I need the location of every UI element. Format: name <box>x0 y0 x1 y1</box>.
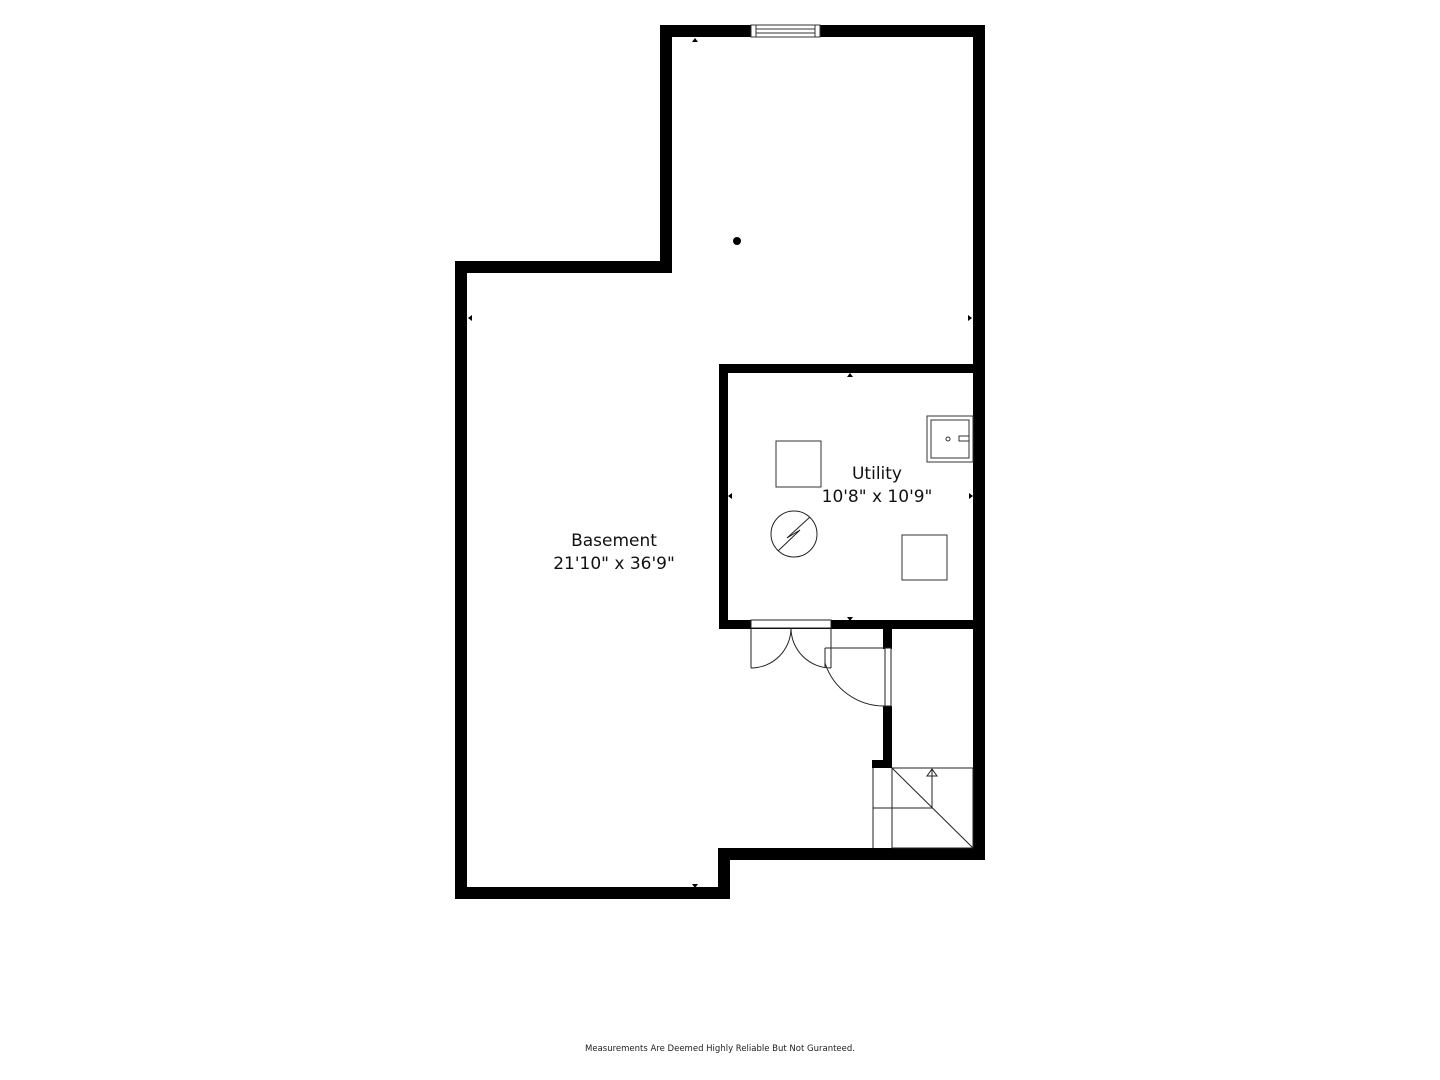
post-icon <box>733 237 741 245</box>
room-label-basement: Basement 21'10" x 36'9" <box>553 530 675 576</box>
room-name: Basement <box>571 531 657 551</box>
room-dimensions: 10'8" x 10'9" <box>821 487 933 507</box>
window <box>750 24 821 38</box>
utility-sink-icon <box>926 415 974 463</box>
swing-door <box>824 647 892 707</box>
room-dimensions: 21'10" x 36'9" <box>553 554 675 574</box>
utility-walls <box>719 364 985 629</box>
furnace-icon <box>901 534 948 581</box>
electrical-panel-icon <box>770 510 818 558</box>
stairs <box>872 767 974 849</box>
water-heater-icon <box>775 440 822 488</box>
room-label-utility: Utility 10'8" x 10'9" <box>822 463 933 509</box>
disclaimer-text: Measurements Are Deemed Highly Reliable … <box>585 1044 855 1054</box>
exterior-walls <box>455 25 985 899</box>
stair-closet-wall <box>872 629 892 768</box>
dimension-markers <box>468 38 973 888</box>
double-door <box>750 619 832 669</box>
room-name: Utility <box>851 464 902 484</box>
